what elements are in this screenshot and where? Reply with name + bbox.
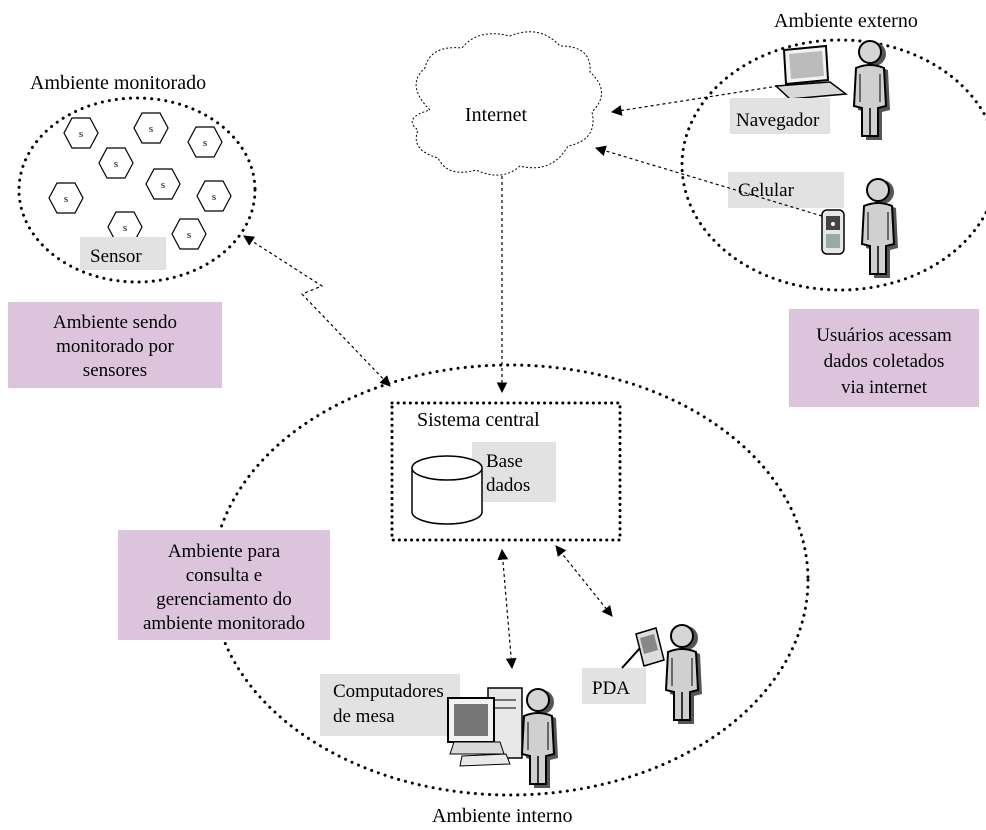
monitored-note-line-1: Ambiente sendo — [53, 312, 177, 333]
browser-to-internet-arrow — [610, 85, 779, 116]
monitored-environment-title: Ambiente monitorado — [30, 72, 206, 94]
mobile-label-box — [728, 172, 844, 208]
desktop-label-line-2: de mesa — [333, 706, 395, 727]
sensor-hexagon-icon: s — [48, 182, 84, 214]
sensor-label-box — [80, 237, 166, 270]
pda-label: PDA — [592, 678, 630, 699]
database-icon — [411, 455, 483, 525]
sensor-hexagon-icon: s — [145, 168, 181, 200]
browser-label-box — [730, 98, 830, 134]
central-to-pda-arrow — [555, 545, 613, 617]
external-environment-boundary — [680, 38, 986, 292]
sensor-hexagon-icon: s — [107, 211, 143, 243]
mobile-phone-icon — [821, 209, 845, 255]
pda-icon — [621, 627, 665, 669]
internet-label: Internet — [465, 104, 528, 126]
sensor-label: Sensor — [90, 246, 142, 267]
external-note-line-2: dados coletados — [824, 351, 945, 372]
internal-environment-group: Ambiente interno Sistema central Base da… — [118, 363, 810, 827]
sensor-hexagon-icon: s — [63, 117, 99, 149]
external-note-line-3: via internet — [841, 377, 928, 398]
sensor-glyph: s — [149, 123, 153, 135]
monitored-environment-group: Ambiente monitorado s s s s s s s s s Se… — [8, 72, 257, 388]
sensor-glyph: s — [79, 128, 83, 140]
internet-cloud-group: Internet — [411, 31, 602, 176]
sensor-glyph: s — [64, 193, 68, 205]
monitored-note-line-3: sensores — [83, 360, 147, 381]
external-environment-note — [789, 309, 979, 407]
database-label-line-1: Base — [486, 451, 523, 472]
desktop-computer-icon — [447, 687, 523, 767]
database-label-line-2: dados — [486, 475, 530, 496]
cloud-icon — [411, 31, 602, 176]
mobile-label: Celular — [738, 180, 795, 201]
sensor-hexagon-icon: s — [171, 218, 207, 250]
sensor-glyph: s — [123, 222, 127, 234]
monitored-note-line-2: monitorado por — [56, 336, 174, 357]
desktop-label-box — [320, 674, 460, 736]
external-environment-group: Ambiente externo Navegador Celular Usuár… — [680, 10, 986, 407]
sensor-hexagon-icon: s — [98, 147, 134, 179]
sensor-glyph: s — [114, 158, 118, 170]
internal-note-line-4: ambiente monitorado — [143, 613, 305, 634]
user-icon — [521, 688, 559, 789]
laptop-icon — [774, 44, 849, 100]
internal-environment-note — [118, 530, 330, 640]
user-icon — [853, 40, 891, 141]
desktop-label-line-1: Computadores — [333, 681, 444, 702]
pda-label-box — [582, 668, 646, 704]
sensor-glyph: s — [161, 179, 165, 191]
user-icon — [665, 624, 703, 725]
sensor-glyph: s — [212, 191, 216, 203]
user-icon — [861, 178, 899, 279]
central-to-desktop-arrow — [497, 548, 517, 670]
sensor-hexagon-icon: s — [196, 180, 232, 212]
sensor-glyph: s — [187, 229, 191, 241]
internal-note-line-3: gerenciamento do — [156, 589, 292, 610]
internal-note-line-1: Ambiente para — [168, 541, 281, 562]
external-note-line-1: Usuários acessam — [816, 325, 952, 346]
monitored-environment-note — [8, 302, 222, 388]
browser-label: Navegador — [736, 110, 820, 131]
database-label-box — [472, 442, 556, 502]
sensor-hexagon-icon: s — [187, 126, 223, 158]
central-system-label: Sistema central — [417, 409, 540, 431]
connectors — [243, 85, 823, 670]
monitored-environment-boundary — [17, 96, 257, 284]
sensor-hexagon-icon: s — [133, 112, 169, 144]
internal-note-line-2: consulta e — [186, 565, 263, 586]
external-environment-title: Ambiente externo — [774, 10, 918, 32]
sensors-to-central-arrow — [243, 235, 391, 387]
internal-environment-title: Ambiente interno — [432, 805, 573, 827]
sensor-glyph: s — [203, 137, 207, 149]
